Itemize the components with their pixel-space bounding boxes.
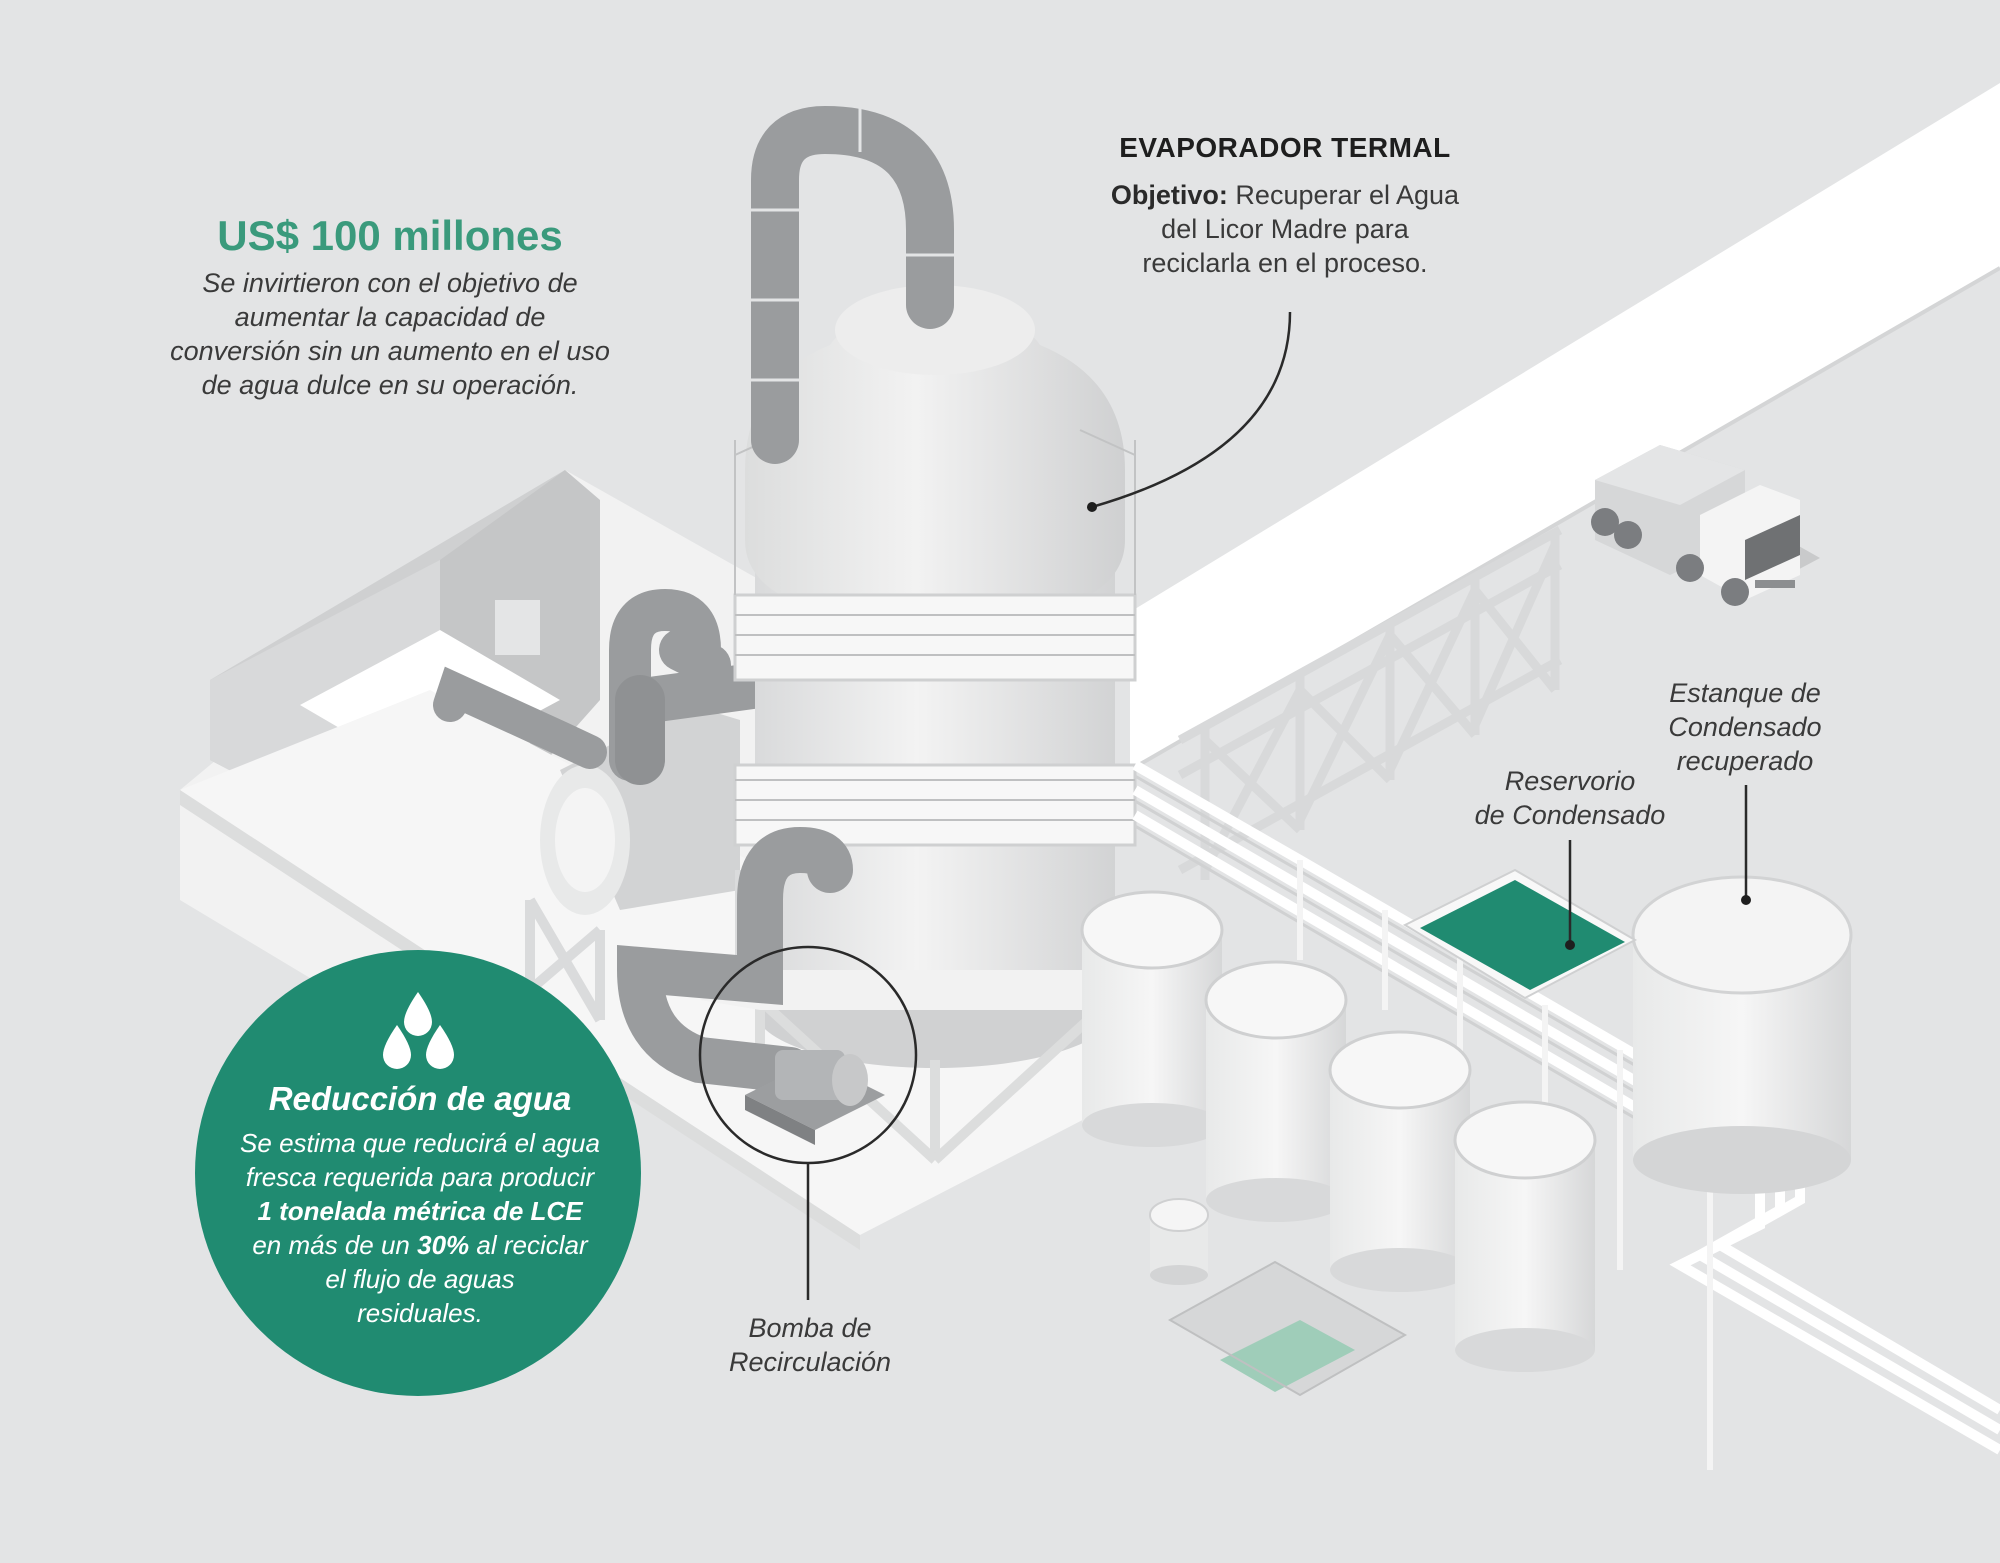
evaporator-leader bbox=[1091, 311, 1292, 509]
evaporator-column bbox=[700, 285, 1160, 1164]
water-reduction-body: Se estima que reducirá el agua fresca re… bbox=[205, 1126, 635, 1330]
truck-wheel bbox=[1676, 554, 1704, 582]
open-basin bbox=[1167, 1260, 1408, 1397]
investment-line: Se invirtieron con el objetivo de bbox=[202, 268, 578, 298]
tank-4 bbox=[1453, 1100, 1597, 1372]
recirculation-pipe bbox=[616, 826, 853, 1093]
left-pipes bbox=[433, 588, 783, 785]
recirculation-pump bbox=[745, 1050, 885, 1145]
estanque-label: Estanque de Condensado recuperado bbox=[1620, 676, 1870, 778]
dump-truck bbox=[1591, 445, 1820, 606]
water-reduction-line: residuales. bbox=[357, 1298, 483, 1328]
truck-wheel bbox=[1591, 508, 1619, 536]
condensate-reservoir bbox=[1402, 868, 1638, 1000]
evaporator-dome bbox=[745, 300, 1125, 625]
leader-dots bbox=[1087, 502, 1751, 950]
storage-tanks bbox=[1080, 890, 1597, 1372]
objective-label: Objetivo: bbox=[1110, 180, 1228, 210]
investment-block: US$ 100 millones Se invirtieron con el o… bbox=[140, 212, 640, 402]
objective-text: del Licor Madre para bbox=[1161, 214, 1409, 244]
water-reduction-text: Reducción de agua Se estima que reducirá… bbox=[205, 1080, 635, 1330]
investment-amount: US$ 100 millones bbox=[217, 212, 563, 259]
objective-text: reciclarla en el proceso. bbox=[1142, 248, 1428, 278]
water-reduction-title: Reducción de agua bbox=[268, 1080, 572, 1117]
tank-1 bbox=[1080, 890, 1224, 1147]
reservorio-label-line: Reservorio bbox=[1504, 766, 1636, 796]
water-reduction-line: en más de un bbox=[252, 1230, 418, 1260]
evaporator-block: EVAPORADOR TERMAL Objetivo: Recuperar el… bbox=[1075, 132, 1495, 280]
truck-wheel bbox=[1614, 521, 1642, 549]
lower-platform bbox=[733, 763, 1137, 847]
truck-wheel bbox=[1721, 578, 1749, 606]
water-reduction-line: el flujo de aguas bbox=[325, 1264, 515, 1294]
water-reduction-circle bbox=[195, 950, 641, 1396]
water-reduction-bold: 1 tonelada métrica de LCE bbox=[257, 1196, 583, 1226]
reservorio-label: Reservorio de Condensado bbox=[1440, 764, 1700, 832]
condensate-tank bbox=[1631, 875, 1853, 1194]
estanque-label-line: Condensado bbox=[1668, 712, 1822, 742]
water-drops-icon bbox=[383, 992, 454, 1069]
upper-platform bbox=[733, 593, 1137, 682]
vapor-pipe bbox=[751, 105, 954, 464]
investment-line: de agua dulce en su operación. bbox=[201, 370, 579, 400]
investment-line: conversión sin un aumento en el uso bbox=[170, 336, 610, 366]
bomba-label-line: Recirculación bbox=[728, 1347, 892, 1377]
water-reduction-line: Se estima que reducirá el agua bbox=[240, 1128, 600, 1158]
leader-lines bbox=[806, 311, 1748, 1300]
bomba-label: Bomba de Recirculación bbox=[690, 1311, 930, 1379]
investment-line: aumentar la capacidad de bbox=[234, 302, 546, 332]
tank-3 bbox=[1328, 1030, 1472, 1292]
pipe-rack-posts bbox=[1297, 860, 1713, 1470]
estanque-label-line: recuperado bbox=[1676, 746, 1814, 776]
estanque-label-line: Estanque de bbox=[1669, 678, 1821, 708]
reservorio-label-line: de Condensado bbox=[1474, 800, 1666, 830]
tank-2 bbox=[1204, 960, 1348, 1222]
vapor-pipe-joints bbox=[751, 108, 954, 382]
evaporator-objective: Objetivo: Recuperar el Agua del Licor Ma… bbox=[1075, 178, 1495, 280]
evaporator-title: EVAPORADOR TERMAL bbox=[1119, 132, 1451, 163]
small-tank bbox=[1149, 1198, 1209, 1285]
water-reduction-line: al reciclar bbox=[469, 1230, 588, 1260]
conveyor-truss bbox=[1177, 526, 1563, 880]
investment-description: Se invirtieron con el objetivo de aument… bbox=[140, 266, 640, 402]
objective-text: Recuperar el Agua bbox=[1227, 180, 1460, 210]
water-reduction-percent: 30% bbox=[417, 1230, 470, 1260]
water-reduction-line: fresca requerida para producir bbox=[245, 1162, 595, 1192]
bomba-label-line: Bomba de bbox=[748, 1313, 872, 1343]
conveyor-belt bbox=[1130, 83, 2000, 770]
